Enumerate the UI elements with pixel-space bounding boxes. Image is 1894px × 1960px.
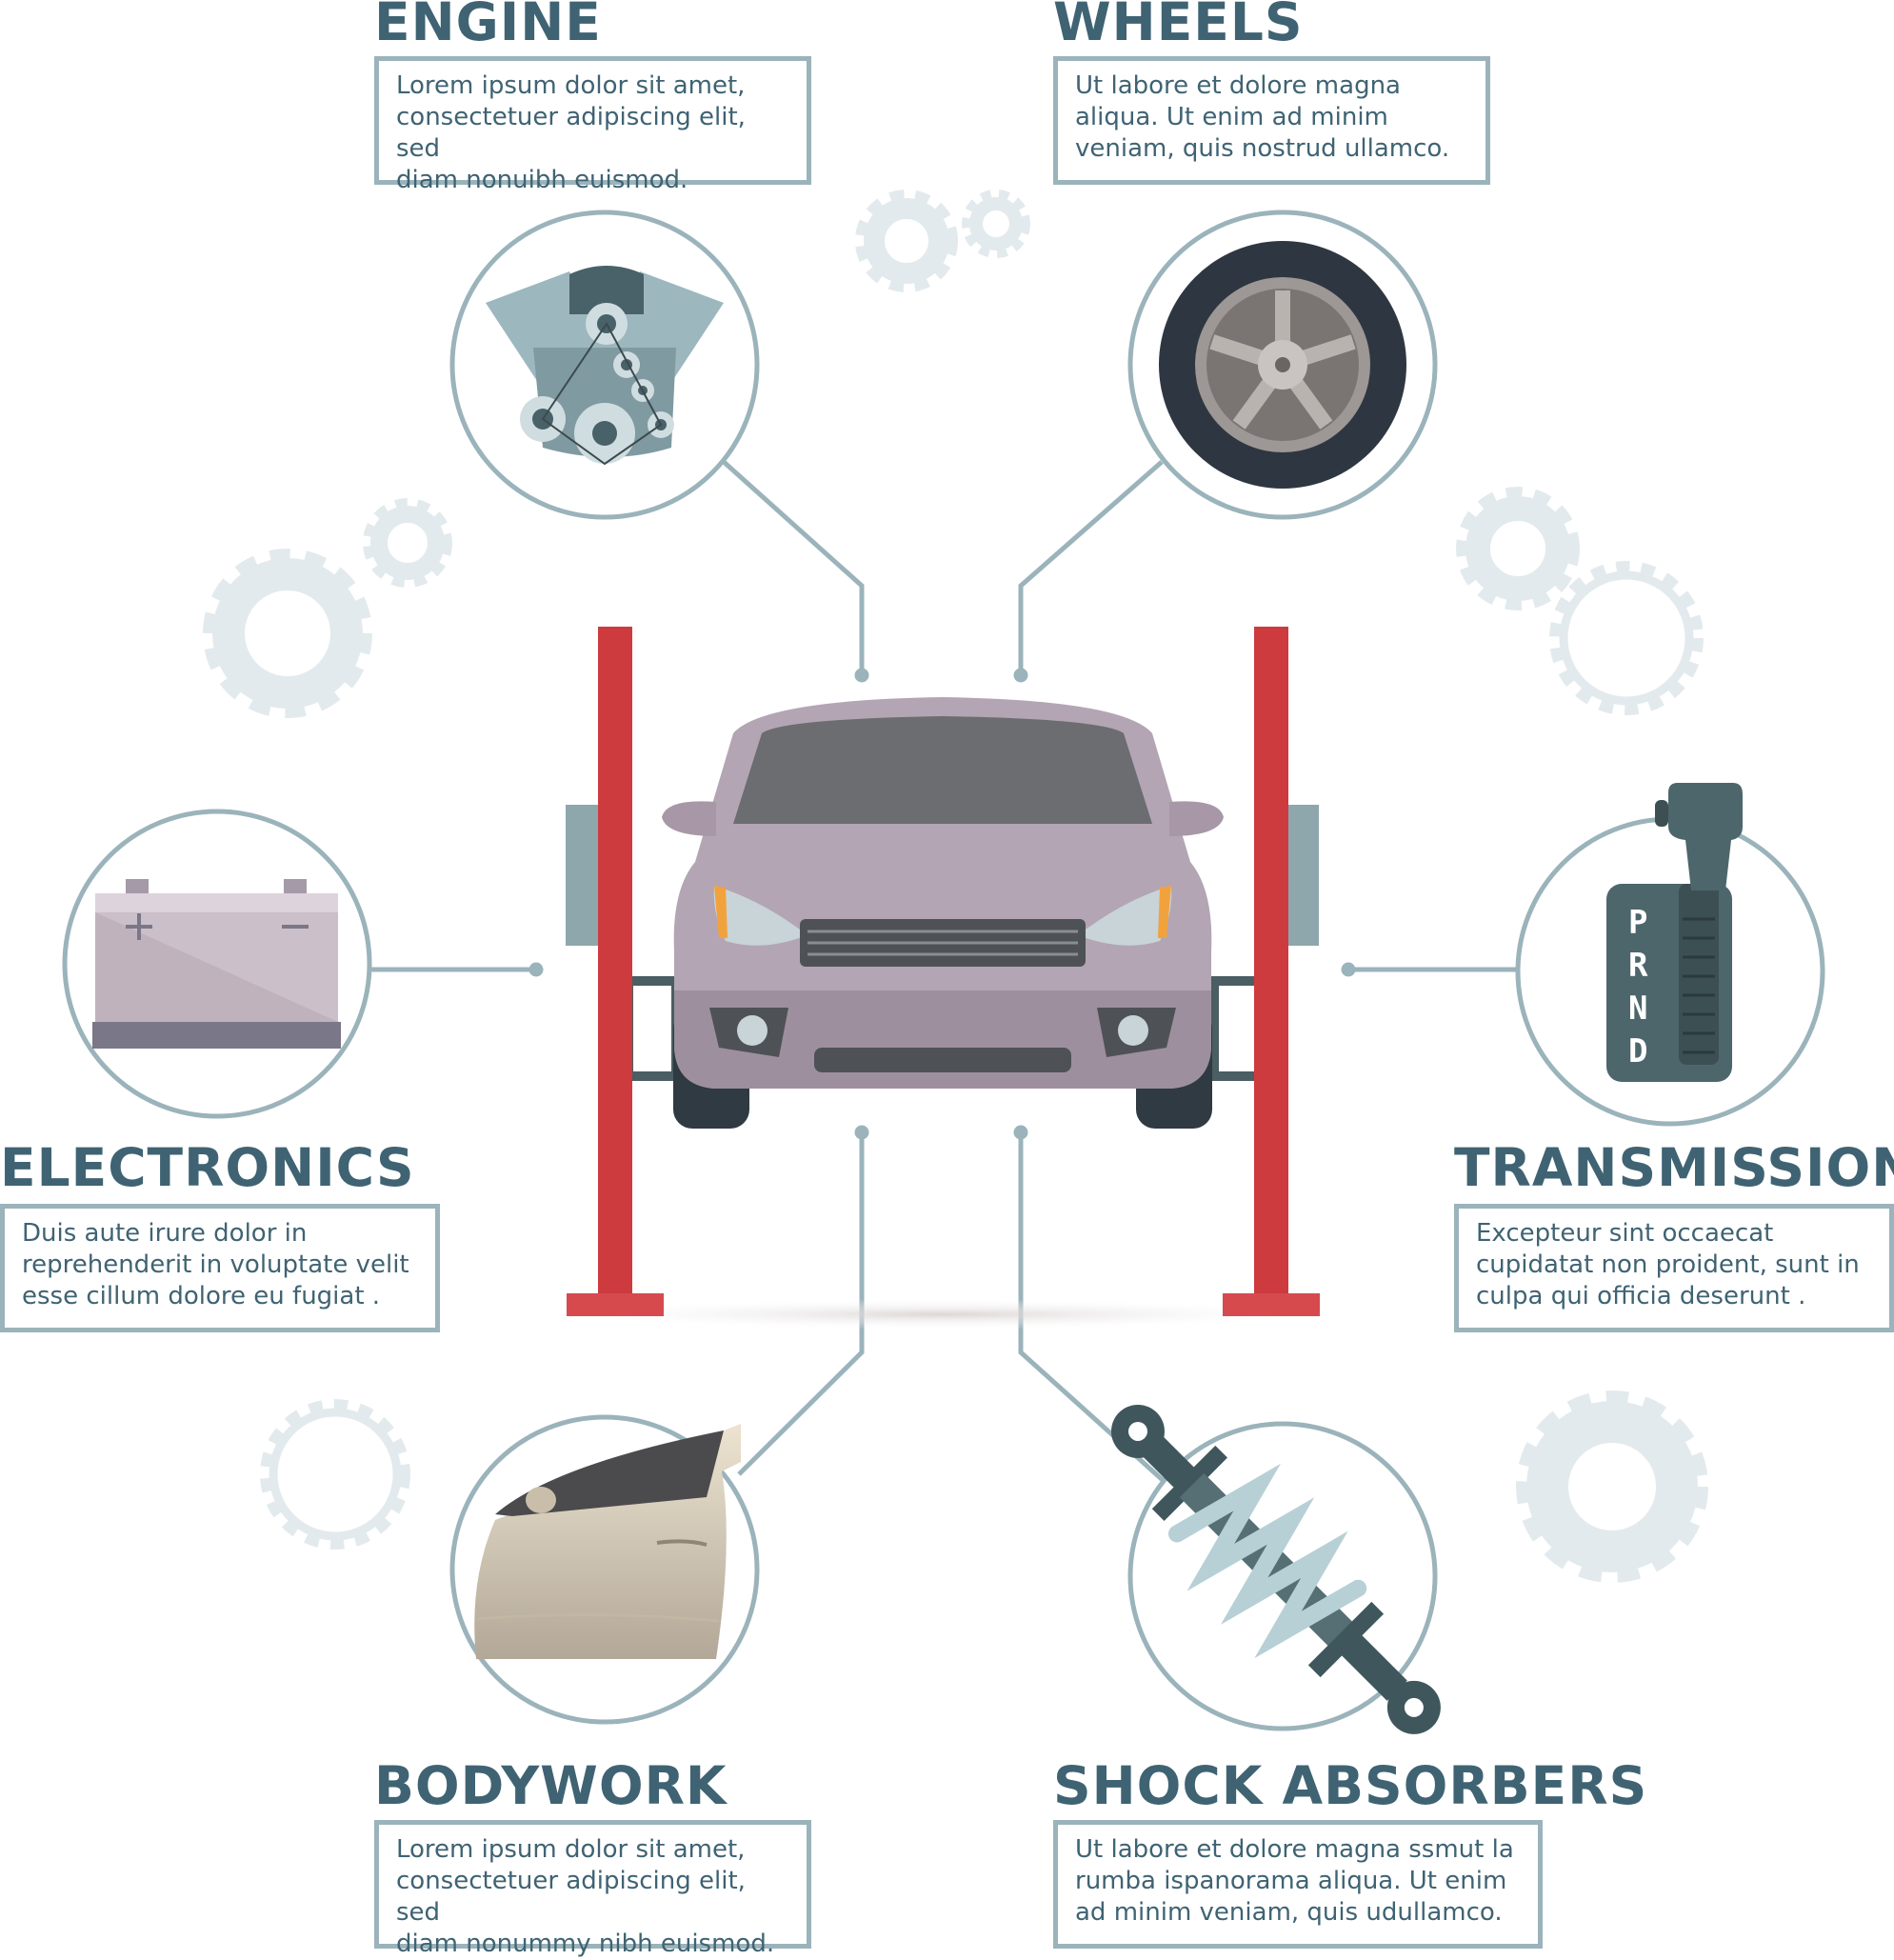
gear-icon <box>363 498 452 588</box>
electronics-description: Duis aute irure dolor in reprehenderit i… <box>0 1204 440 1332</box>
bodywork-title: BODYWORK <box>374 1755 728 1816</box>
transmission-description: Excepteur sint occaecat cupidatat non pr… <box>1454 1204 1894 1332</box>
engine-connector <box>722 460 865 674</box>
lift-post-left <box>598 627 632 1303</box>
engine-icon <box>486 266 724 466</box>
wheels-description: Ut labore et dolore magna aliqua. Ut eni… <box>1053 56 1490 185</box>
shock-absorbers-title: SHOCK ABSORBERS <box>1053 1755 1648 1816</box>
gear-icon <box>962 190 1030 258</box>
battery-icon <box>92 879 341 1049</box>
car-door-icon <box>474 1424 741 1659</box>
engine-connector-dot <box>854 668 869 683</box>
gear-icon <box>260 1399 410 1550</box>
gear-letter-n: N <box>1628 990 1647 1028</box>
engine-description: Lorem ipsum dolor sit amet, consectetuer… <box>374 56 811 194</box>
bodywork-description: Lorem ipsum dolor sit amet, consectetuer… <box>374 1820 811 1958</box>
wheels-connector <box>1018 460 1164 674</box>
gear-letter-d: D <box>1628 1032 1647 1070</box>
gear-icon <box>855 190 958 292</box>
lift-post-right <box>1254 627 1288 1303</box>
lift-arm-left <box>566 805 604 946</box>
gear-letter-r: R <box>1628 947 1648 985</box>
bodywork-connector-dot <box>854 1125 869 1140</box>
engine-title: ENGINE <box>374 0 602 52</box>
gear-icon <box>1516 1390 1708 1583</box>
electronics-title: ELECTRONICS <box>0 1137 415 1198</box>
wheels-connector-dot <box>1013 668 1028 683</box>
lift-base-right <box>1223 1293 1320 1316</box>
gear-letter-p: P <box>1628 904 1647 942</box>
gear-icon <box>1549 561 1704 715</box>
shock-absorber-icon <box>1110 1404 1441 1734</box>
wheels-title: WHEELS <box>1053 0 1304 52</box>
gear-shifter-icon: P R N D <box>1606 783 1743 1082</box>
shock-absorbers-description: Ut labore et dolore magna ssmut la rumba… <box>1053 1820 1543 1949</box>
wheel-icon <box>1159 241 1406 489</box>
gear-icon <box>203 549 372 718</box>
shock-connector-dot <box>1013 1125 1028 1140</box>
car-on-lift-icon <box>543 627 1343 1330</box>
lift-base-left <box>567 1293 664 1316</box>
transmission-connector-dot <box>1341 962 1356 977</box>
transmission-title: TRANSMISSION <box>1454 1137 1894 1198</box>
bodywork-connector <box>737 1133 865 1476</box>
gear-icon <box>1456 487 1580 610</box>
background-gears <box>203 190 1708 1583</box>
electronics-connector-dot <box>528 962 544 977</box>
